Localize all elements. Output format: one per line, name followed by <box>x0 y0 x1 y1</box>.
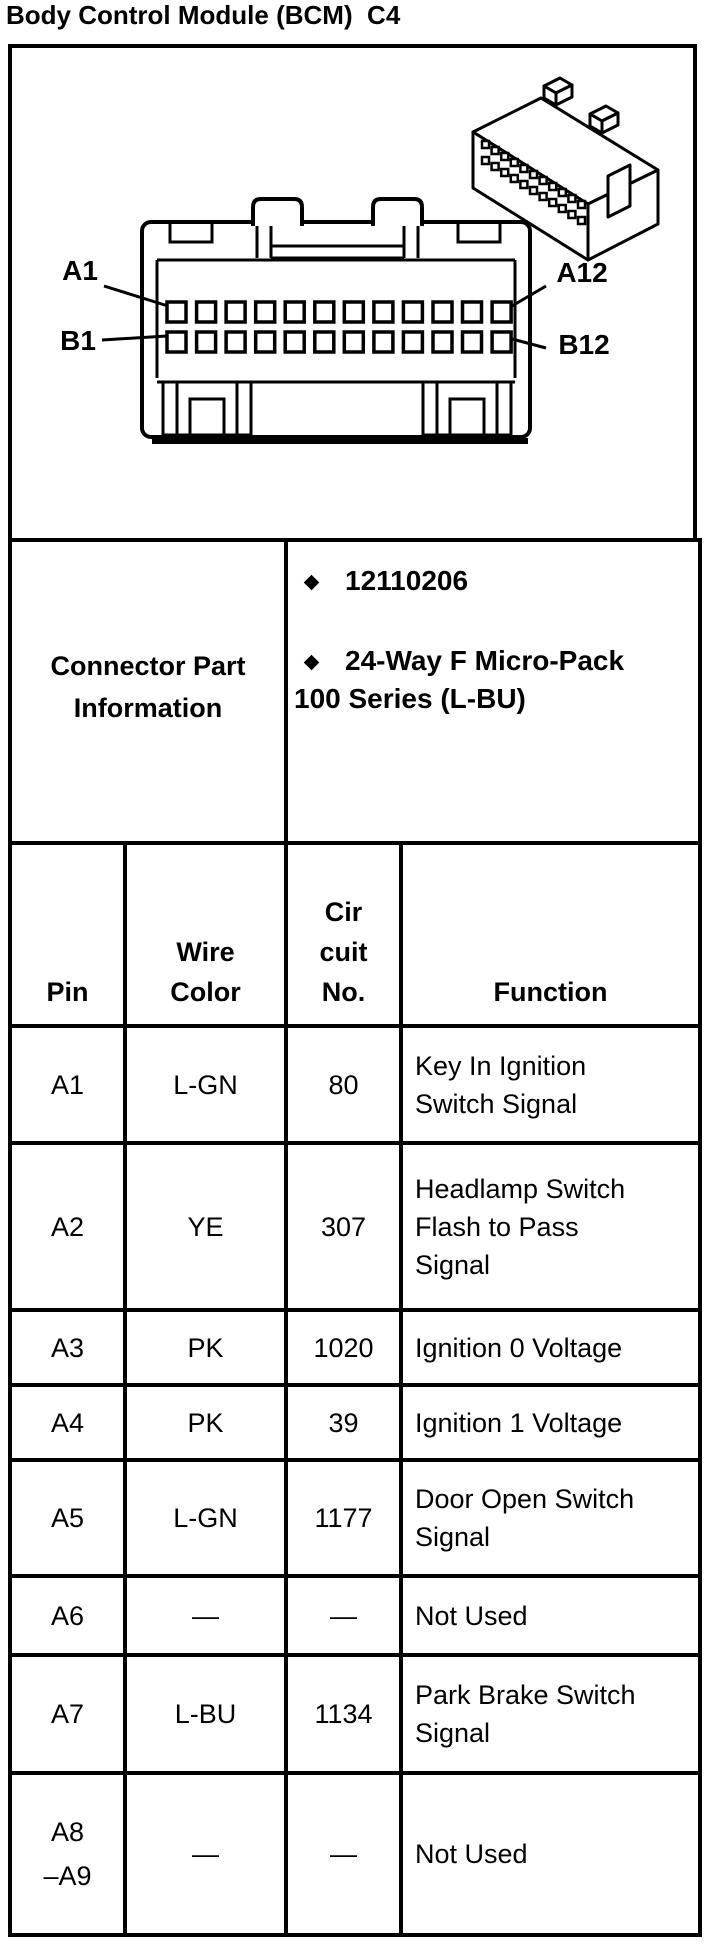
wire-color-cell: L-GN <box>123 1458 288 1578</box>
label-a12: A12 <box>556 257 607 288</box>
table-row: A4 PK 39 Ignition 1 Voltage <box>8 1383 702 1462</box>
pin-cell: A2 <box>8 1141 127 1312</box>
connector-figure-box: A1 A12 B1 B12 <box>8 44 697 542</box>
circuit-no-cell: 307 <box>284 1141 403 1312</box>
wire-color-cell: PK <box>123 1383 288 1462</box>
circuit-no-cell: 1134 <box>284 1653 403 1775</box>
function-cell: Park Brake Switch Signal <box>399 1653 702 1775</box>
shadow-bar <box>152 438 528 444</box>
connector-type: 24-Way F Micro-Pack 100 Series (L-BU) <box>294 645 625 714</box>
pin-cell: A7 <box>8 1653 127 1775</box>
pin-cell: A5 <box>8 1458 127 1578</box>
pin-cell: A6 <box>8 1574 127 1657</box>
table-row: A8 –A9 — — Not Used <box>8 1771 702 1937</box>
table-row: A3 PK 1020 Ignition 0 Voltage <box>8 1308 702 1387</box>
connector-pin-table: Connector Part Information 12110206 24-W… <box>8 538 702 1937</box>
wire-color-cell: L-GN <box>123 1024 288 1145</box>
connector-part-info-values: 12110206 24-Way F Micro-Pack 100 Series … <box>284 538 702 845</box>
function-cell: Headlamp Switch Flash to Pass Signal <box>399 1141 702 1312</box>
bullet-icon <box>303 574 320 591</box>
circuit-no-cell: 1020 <box>284 1308 403 1387</box>
pin-cell: A3 <box>8 1308 127 1387</box>
wire-color-cell: L-BU <box>123 1653 288 1775</box>
wire-color-cell: — <box>123 1771 288 1937</box>
connector-figure: A1 A12 B1 B12 <box>60 76 660 444</box>
connector-type-item: 24-Way F Micro-Pack 100 Series (L-BU) <box>294 642 690 718</box>
wire-color-cell: YE <box>123 1141 288 1312</box>
circuit-no-cell: 1177 <box>284 1458 403 1578</box>
circuit-no-cell: 39 <box>284 1383 403 1462</box>
wire-color-cell: — <box>123 1574 288 1657</box>
label-a1: A1 <box>62 255 98 286</box>
leader-lines <box>101 284 547 350</box>
header-circuit-no: Cir cuit No. <box>284 841 403 1028</box>
pin-cell: A4 <box>8 1383 127 1462</box>
function-cell: Key In Ignition Switch Signal <box>399 1024 702 1145</box>
front-view <box>140 197 532 444</box>
header-wire-color: Wire Color <box>123 841 288 1028</box>
pin-cell: A1 <box>8 1024 127 1145</box>
table-row: A5 L-GN 1177 Door Open Switch Signal <box>8 1458 702 1578</box>
function-cell: Door Open Switch Signal <box>399 1458 702 1578</box>
header-pin: Pin <box>8 841 127 1028</box>
circuit-no-cell: — <box>284 1771 403 1937</box>
part-number: 12110206 <box>345 565 469 596</box>
connector-part-info-row: Connector Part Information 12110206 24-W… <box>8 538 702 845</box>
circuit-no-cell: — <box>284 1574 403 1657</box>
function-cell: Not Used <box>399 1574 702 1657</box>
table-row: A6 — — Not Used <box>8 1574 702 1657</box>
part-number-item: 12110206 <box>294 562 690 600</box>
wire-color-cell: PK <box>123 1308 288 1387</box>
pin-cell: A8 –A9 <box>8 1771 127 1937</box>
label-b1: B1 <box>60 325 96 356</box>
bullet-icon <box>303 654 320 671</box>
header-function: Function <box>399 841 702 1028</box>
function-cell: Ignition 1 Voltage <box>399 1383 702 1462</box>
circuit-no-cell: 80 <box>284 1024 403 1145</box>
function-cell: Ignition 0 Voltage <box>399 1308 702 1387</box>
table-row: A2 YE 307 Headlamp Switch Flash to Pass … <box>8 1141 702 1312</box>
label-b12: B12 <box>558 329 609 360</box>
connector-part-info-label: Connector Part Information <box>8 538 288 845</box>
iso-view <box>471 76 660 262</box>
table-row: A1 L-GN 80 Key In Ignition Switch Signal <box>8 1024 702 1145</box>
page-title: Body Control Module (BCM) C4 <box>6 0 401 30</box>
table-row: A7 L-BU 1134 Park Brake Switch Signal <box>8 1653 702 1775</box>
table-header-row: Pin Wire Color Cir cuit No. Function <box>8 841 702 1028</box>
function-cell: Not Used <box>399 1771 702 1937</box>
